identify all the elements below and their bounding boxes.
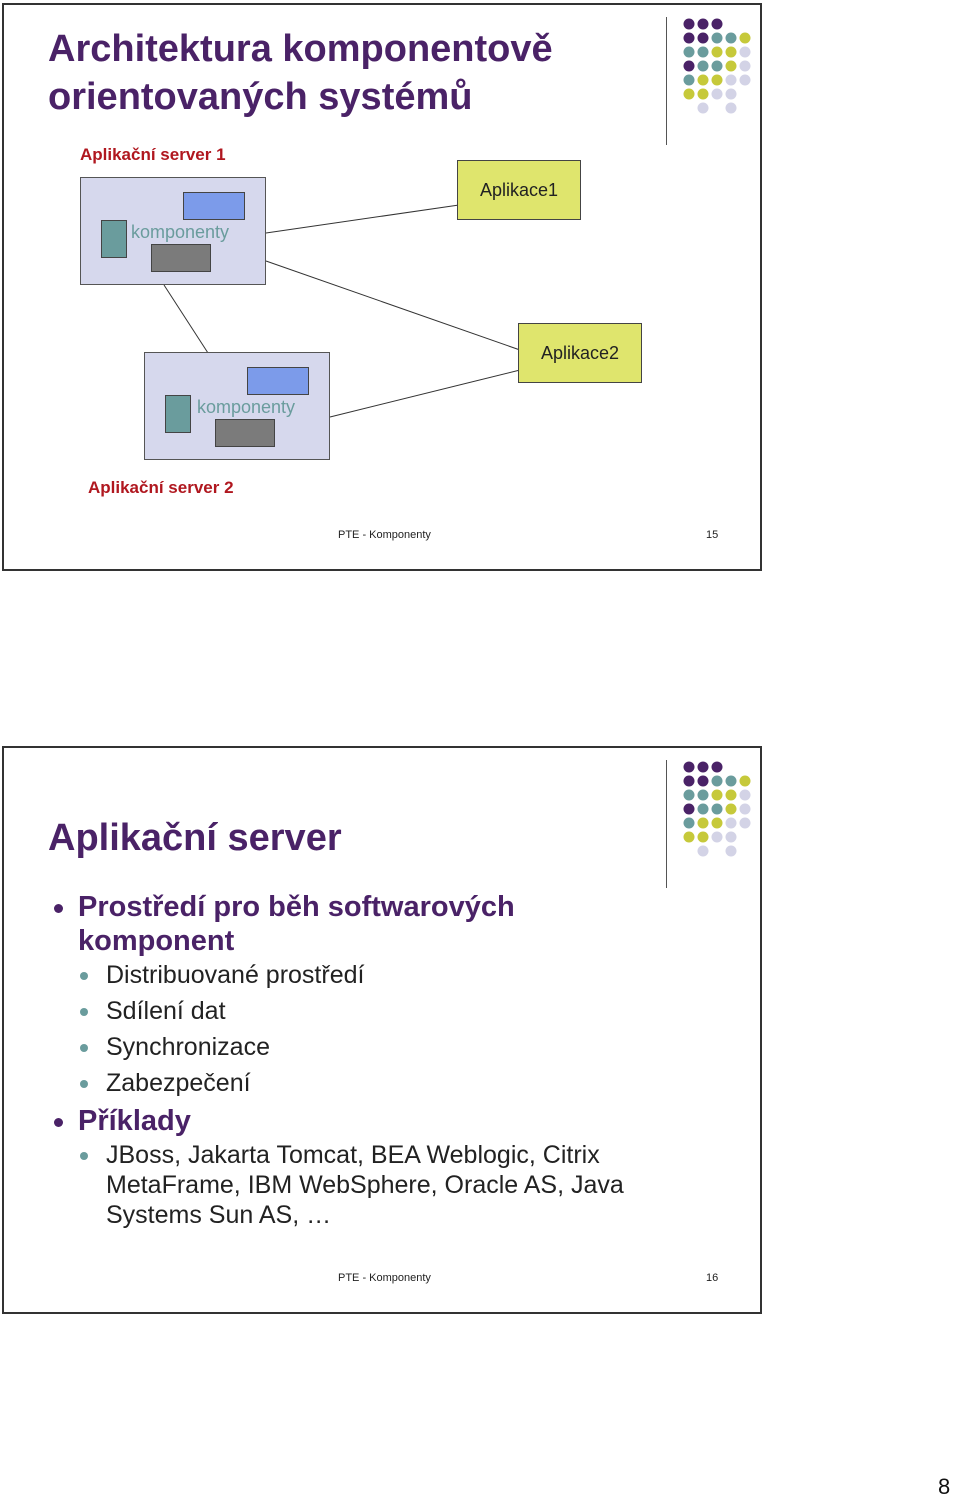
server-2-box: komponenty bbox=[144, 352, 330, 460]
sub-bullet-item: Sdílení dat bbox=[78, 996, 670, 1026]
slide-footer: PTE - Komponenty bbox=[338, 1272, 431, 1284]
decorative-dot bbox=[683, 18, 695, 30]
decorative-dot bbox=[697, 803, 709, 815]
decorative-dot-grid bbox=[683, 18, 751, 114]
decorative-dot bbox=[683, 74, 695, 86]
decorative-dot bbox=[683, 831, 695, 843]
decorative-dot bbox=[711, 803, 723, 815]
decorative-dot bbox=[739, 74, 751, 86]
decorative-dot-grid bbox=[683, 761, 751, 857]
decorative-dot bbox=[725, 817, 737, 829]
decorative-dot bbox=[711, 817, 723, 829]
decorative-dot bbox=[725, 74, 737, 86]
divider-line bbox=[666, 760, 667, 888]
decorative-dot bbox=[711, 74, 723, 86]
decorative-dot bbox=[739, 60, 751, 72]
decorative-dot bbox=[739, 46, 751, 58]
sub-bullet-list: Distribuované prostředí Sdílení dat Sync… bbox=[78, 960, 670, 1098]
decorative-dot bbox=[683, 88, 695, 100]
divider-line bbox=[666, 17, 667, 145]
component-block-teal bbox=[165, 395, 191, 433]
decorative-dot bbox=[697, 817, 709, 829]
decorative-dot bbox=[711, 60, 723, 72]
server-1-label: Aplikační server 1 bbox=[80, 145, 226, 164]
application-1-box: Aplikace1 bbox=[457, 160, 581, 220]
decorative-dot bbox=[683, 32, 695, 44]
sub-bullet-item: Distribuované prostředí bbox=[78, 960, 670, 990]
slide-title: Aplikační server bbox=[48, 817, 342, 859]
decorative-dot bbox=[697, 775, 709, 787]
slide-15: Architektura komponentově orientovaných … bbox=[2, 3, 762, 571]
component-block-blue bbox=[183, 192, 245, 220]
decorative-dot bbox=[711, 789, 723, 801]
decorative-dot bbox=[697, 789, 709, 801]
decorative-dot bbox=[711, 32, 723, 44]
bullet-text: Příklady bbox=[78, 1105, 191, 1137]
decorative-dot bbox=[697, 88, 709, 100]
sub-bullet-item: Synchronizace bbox=[78, 1032, 670, 1062]
slide-number: 16 bbox=[706, 1272, 719, 1284]
server-1-box: komponenty bbox=[80, 177, 266, 285]
decorative-dot bbox=[725, 60, 737, 72]
decorative-dot bbox=[697, 18, 709, 30]
decorative-dot bbox=[711, 775, 723, 787]
decorative-dot bbox=[683, 46, 695, 58]
decorative-dot bbox=[725, 831, 737, 843]
decorative-dot bbox=[683, 803, 695, 815]
connector-lines bbox=[163, 204, 521, 418]
decorative-dot bbox=[711, 46, 723, 58]
decorative-dot bbox=[711, 761, 723, 773]
slide-title: Architektura komponentově orientovaných … bbox=[48, 28, 553, 118]
decorative-dot bbox=[683, 761, 695, 773]
decorative-dot bbox=[711, 831, 723, 843]
decorative-dot bbox=[697, 60, 709, 72]
decorative-dot bbox=[697, 102, 709, 114]
decorative-dot bbox=[697, 74, 709, 86]
components-label: komponenty bbox=[197, 397, 296, 417]
decorative-dot bbox=[725, 46, 737, 58]
sub-bullet-item: Zabezpečení bbox=[78, 1068, 670, 1098]
decorative-dot bbox=[725, 88, 737, 100]
decorative-dot bbox=[739, 803, 751, 815]
decorative-dot bbox=[725, 803, 737, 815]
decorative-dot bbox=[711, 18, 723, 30]
decorative-dot bbox=[697, 845, 709, 857]
decorative-dot bbox=[739, 817, 751, 829]
decorative-dot bbox=[725, 845, 737, 857]
bullet-text: Prostředí pro běh softwarových komponent bbox=[78, 891, 515, 957]
decorative-dot bbox=[697, 831, 709, 843]
sub-bullet-item: JBoss, Jakarta Tomcat, BEA Weblogic, Cit… bbox=[78, 1140, 670, 1230]
page-number: 8 bbox=[938, 1474, 951, 1499]
component-block-teal bbox=[101, 220, 127, 258]
decorative-dot bbox=[725, 775, 737, 787]
decorative-dot bbox=[683, 817, 695, 829]
sub-bullet-list: JBoss, Jakarta Tomcat, BEA Weblogic, Cit… bbox=[78, 1140, 670, 1230]
decorative-dot bbox=[683, 775, 695, 787]
decorative-dot bbox=[739, 789, 751, 801]
decorative-dot bbox=[697, 32, 709, 44]
decorative-dot bbox=[683, 60, 695, 72]
bullet-item: Příklady JBoss, Jakarta Tomcat, BEA Webl… bbox=[50, 1104, 670, 1230]
decorative-dot bbox=[683, 789, 695, 801]
decorative-dot bbox=[711, 88, 723, 100]
bullet-list: Prostředí pro běh softwarových komponent… bbox=[50, 890, 670, 1236]
decorative-dot bbox=[697, 46, 709, 58]
server-2-label: Aplikační server 2 bbox=[88, 478, 234, 497]
application-2-box: Aplikace2 bbox=[518, 323, 642, 383]
slide-number: 15 bbox=[706, 529, 719, 541]
decorative-dot bbox=[725, 789, 737, 801]
component-block-blue bbox=[247, 367, 309, 395]
decorative-dot bbox=[739, 775, 751, 787]
bullet-item: Prostředí pro běh softwarových komponent… bbox=[50, 890, 670, 1098]
slide-footer: PTE - Komponenty bbox=[338, 529, 431, 541]
decorative-dot bbox=[697, 761, 709, 773]
decorative-dot bbox=[725, 32, 737, 44]
components-label: komponenty bbox=[131, 222, 230, 242]
component-block-gray bbox=[215, 419, 275, 447]
slide-16: Aplikační server Prostředí pro běh softw… bbox=[2, 746, 762, 1314]
decorative-dot bbox=[739, 32, 751, 44]
component-block-gray bbox=[151, 244, 211, 272]
decorative-dot bbox=[725, 102, 737, 114]
